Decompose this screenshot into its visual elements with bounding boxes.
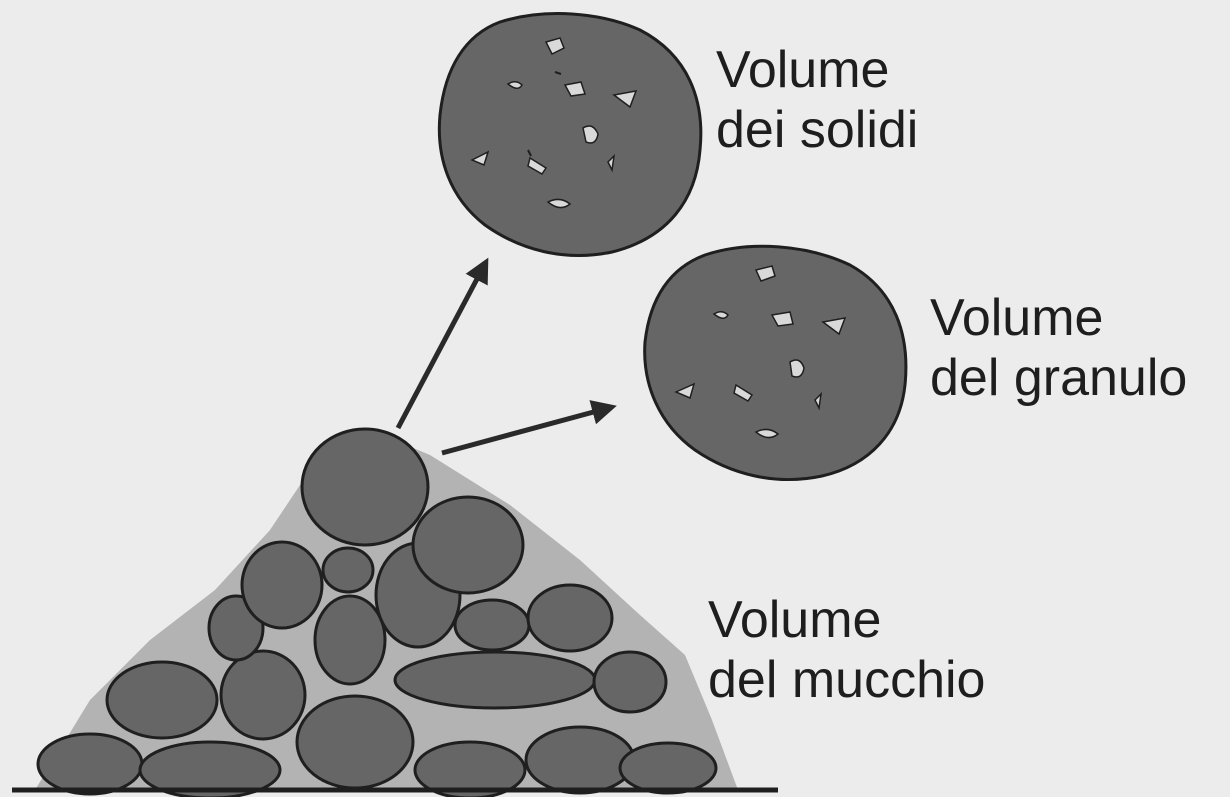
label-volume-solidi: Volume dei solidi <box>716 40 918 160</box>
granule-granulo-body <box>645 246 906 479</box>
label-volume-solidi-line1: Volume <box>716 40 918 100</box>
arrow-to-granulo <box>442 407 612 453</box>
pile-granule <box>107 662 217 738</box>
label-volume-mucchio: Volume del mucchio <box>708 590 985 710</box>
granule-solidi <box>439 14 701 256</box>
pore <box>790 360 804 377</box>
pile-granule <box>413 497 523 593</box>
label-volume-mucchio-line2: del mucchio <box>708 650 985 710</box>
granule-granulo <box>645 246 906 479</box>
pile-granule <box>528 585 612 651</box>
label-volume-granulo: Volume del granulo <box>930 288 1187 408</box>
pile-granule <box>455 600 529 650</box>
pile-granule <box>297 696 413 788</box>
pile-granule <box>302 429 428 545</box>
pile-granule <box>315 596 385 684</box>
pile-granule <box>526 727 634 793</box>
granule-solidi-body <box>439 14 701 256</box>
pile-granule <box>323 548 373 592</box>
pile-granule <box>594 652 666 712</box>
label-volume-granulo-line2: del granulo <box>930 348 1187 408</box>
label-volume-granulo-line1: Volume <box>930 288 1187 348</box>
pile-granule <box>242 542 322 628</box>
pile-granule <box>395 652 595 708</box>
label-volume-mucchio-line1: Volume <box>708 590 985 650</box>
pile-granule <box>38 734 142 794</box>
arrow-to-solidi <box>398 262 486 428</box>
pile-granule <box>620 743 716 793</box>
pile <box>12 428 778 797</box>
label-volume-solidi-line2: dei solidi <box>716 100 918 160</box>
pile-granule <box>221 651 305 739</box>
